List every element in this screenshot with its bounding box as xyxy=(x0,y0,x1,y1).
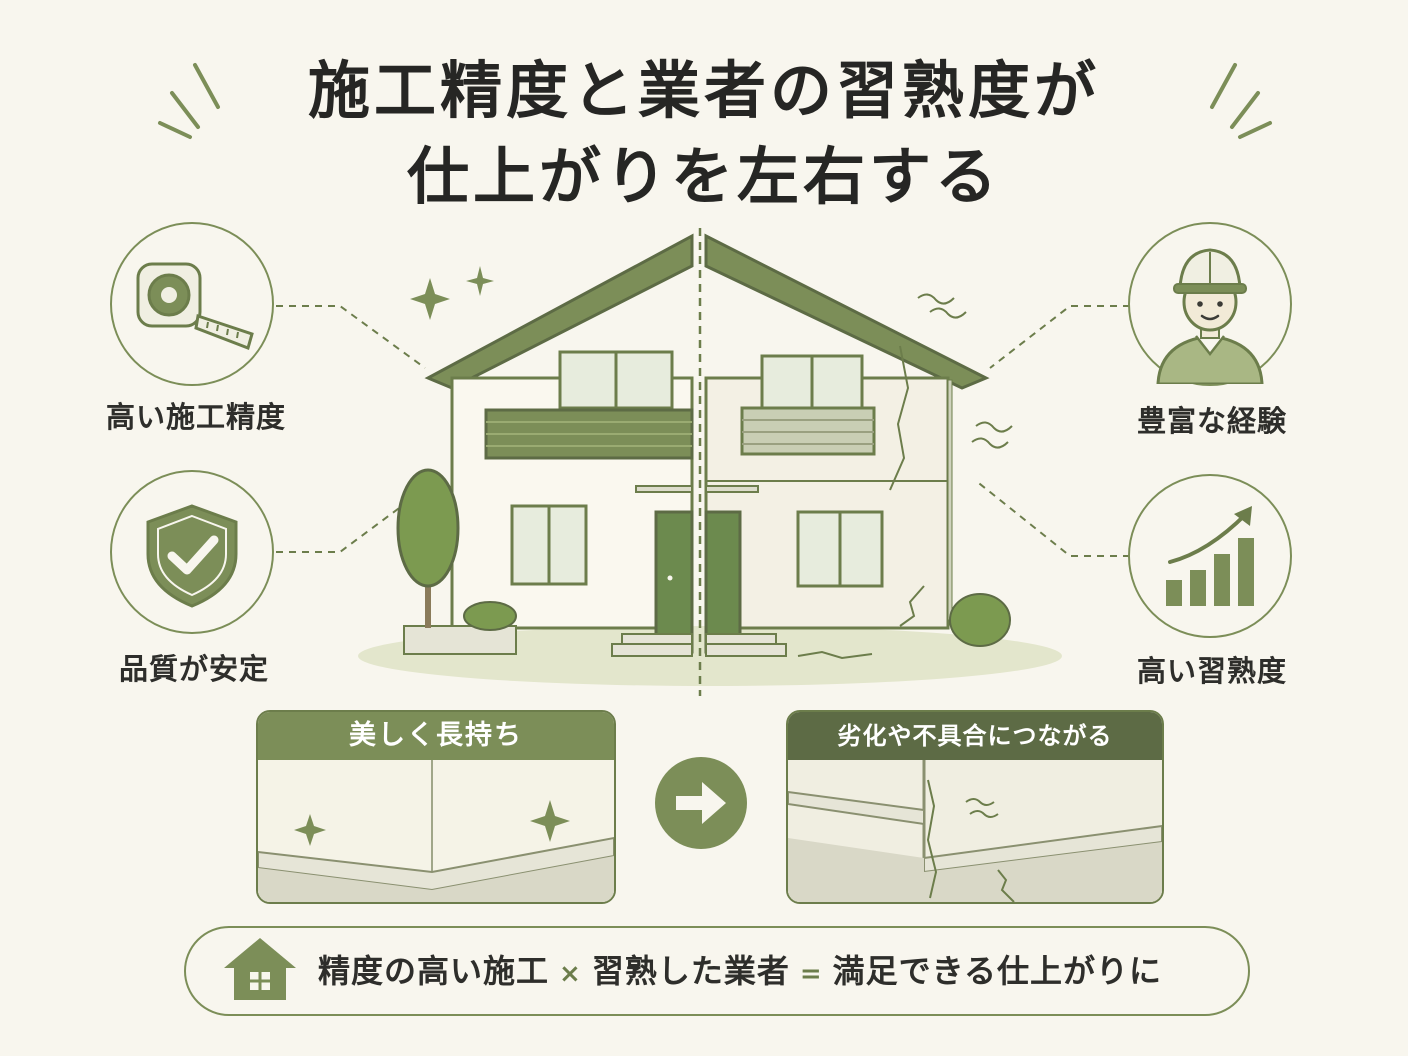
feature-label-precision: 高い施工精度 xyxy=(105,400,286,434)
feature-label-proficiency: 高い習熟度 xyxy=(1136,654,1287,688)
sparkle-icon xyxy=(294,800,570,846)
panel-good-label: 美しく長持ち xyxy=(258,712,614,760)
house-illustration xyxy=(358,228,1062,696)
summary-part-3: 満足できる仕上がりに xyxy=(832,952,1162,990)
clean-wall-illustration xyxy=(258,760,614,902)
equals-sign: = xyxy=(799,959,823,989)
worker-circle xyxy=(1128,222,1292,386)
summary-part-2: 習熟した業者 xyxy=(591,952,790,990)
times-sign: × xyxy=(559,959,582,989)
worker-icon xyxy=(1156,248,1264,384)
emphasis-lines-left-icon xyxy=(158,63,220,139)
panel-bad: 劣化や不具合につながる xyxy=(786,710,1164,904)
feature-label-experience: 豊富な経験 xyxy=(1136,404,1287,438)
panel-bad-label: 劣化や不具合につながる xyxy=(788,712,1162,760)
tape-measure-icon xyxy=(136,262,254,350)
title-line-2: 仕上がりを左右する xyxy=(406,140,1001,213)
house-icon xyxy=(224,938,296,1000)
shield-circle xyxy=(110,470,274,634)
growth-circle xyxy=(1128,474,1292,638)
damaged-wall-illustration xyxy=(788,760,1162,902)
summary-part-1: 精度の高い施工 xyxy=(318,952,550,990)
arrow-right-icon xyxy=(655,757,747,849)
growth-chart-icon xyxy=(1166,506,1254,606)
shield-check-icon xyxy=(146,504,238,608)
summary-bar xyxy=(184,926,1250,1016)
panel-good: 美しく長持ち xyxy=(256,710,616,904)
tape-measure-circle xyxy=(110,222,274,386)
feature-label-quality: 品質が安定 xyxy=(118,652,269,686)
emphasis-lines-right-icon xyxy=(1210,63,1272,139)
sparkle-icon xyxy=(410,266,494,320)
title-line-1: 施工精度と業者の習熟度が xyxy=(307,54,1100,127)
summary-text: 精度の高い施工 × 習熟した業者 = 満足できる仕上がりに xyxy=(318,944,1162,998)
connector-lines xyxy=(276,305,1130,557)
